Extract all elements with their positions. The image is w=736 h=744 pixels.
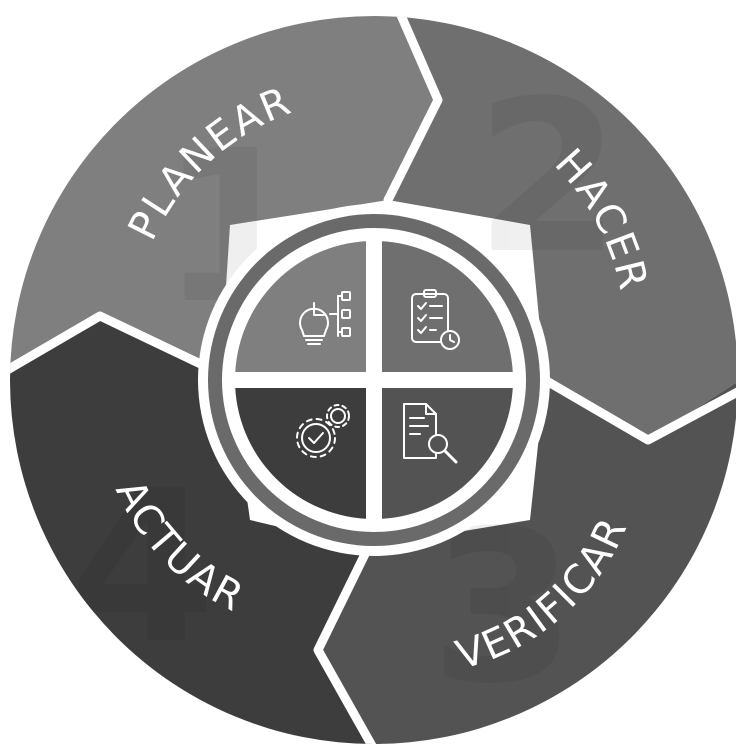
hub-cross-horizontal <box>230 372 518 388</box>
gears-check-icon <box>296 404 350 458</box>
separator-hacer-verificar <box>540 375 736 445</box>
hub-quadrant-hacer <box>374 241 513 380</box>
lightbulb-chart-icon <box>299 291 351 345</box>
separator-verificar-actuar <box>313 543 385 744</box>
checklist-clock-icon <box>411 289 460 350</box>
separator-planear-hacer <box>383 16 443 205</box>
hub-center <box>230 236 518 524</box>
separator-actuar-planear <box>10 311 235 385</box>
document-magnifier-icon <box>403 403 458 464</box>
hub-quadrant-planear <box>235 241 374 380</box>
hub-quadrant-actuar <box>235 380 374 519</box>
